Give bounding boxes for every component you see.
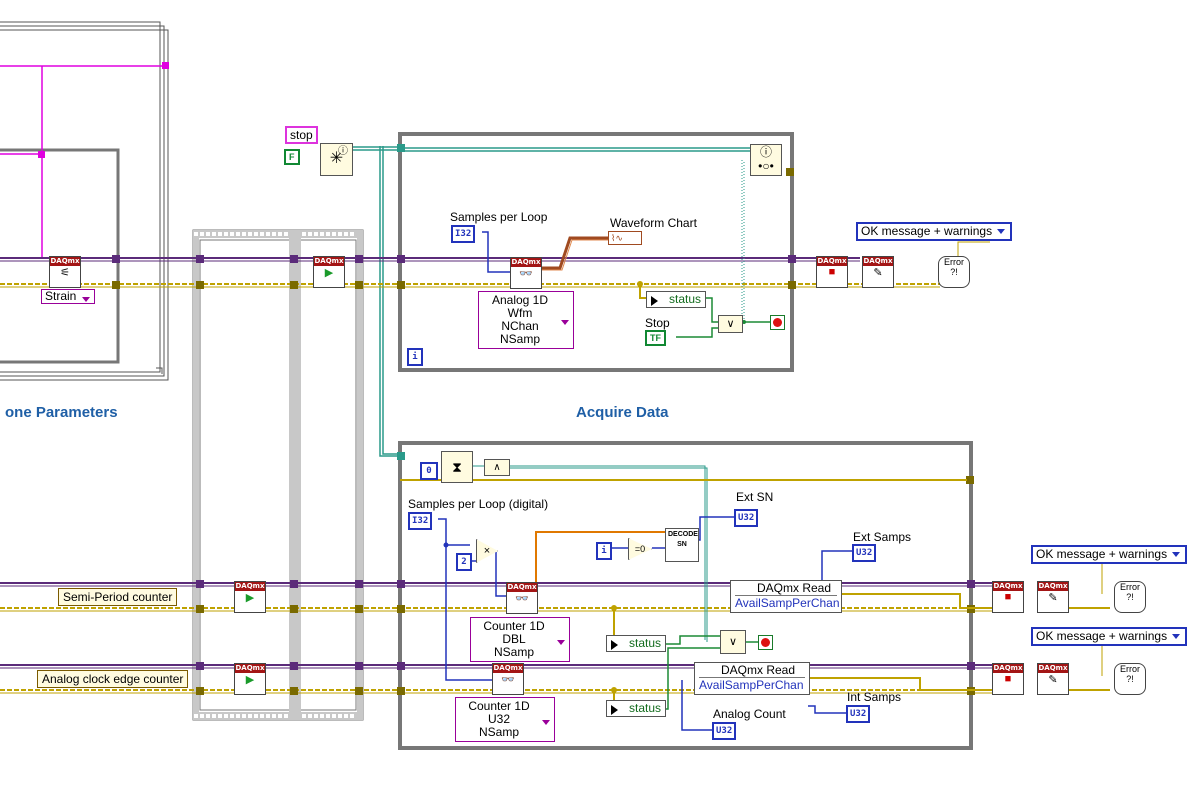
- daqmx-start-task-top[interactable]: DAQmx▶: [313, 256, 345, 288]
- stop-icon: ■: [1004, 591, 1012, 603]
- samples-per-loop-digital-control[interactable]: I32: [408, 512, 433, 530]
- daqmx-stop-task-bottom[interactable]: DAQmx■: [992, 663, 1024, 695]
- samples-per-loop-digital-label: Samples per Loop (digital): [408, 497, 549, 511]
- int-samps-label: Int Samps: [847, 690, 902, 704]
- stop-icon: ■: [1004, 673, 1012, 685]
- stop-button-label: Stop: [645, 316, 670, 330]
- clear-icon: ✎: [873, 267, 883, 279]
- samples-per-loop-control[interactable]: I32: [451, 225, 476, 243]
- section-title-acquire-data: Acquire Data: [576, 404, 669, 421]
- clear-icon: ✎: [1048, 592, 1058, 604]
- wait-icon[interactable]: ⧗: [441, 451, 473, 483]
- section-title-parameters: one Parameters: [5, 404, 118, 421]
- daqmx-read-analog-vi[interactable]: DAQmx👓: [510, 257, 542, 289]
- read-polymorphic-selector[interactable]: Analog 1D Wfm NChan NSamp: [478, 291, 574, 349]
- daqmx-read-counter-u32-vi[interactable]: DAQmx👓: [492, 663, 524, 695]
- multiply-constant[interactable]: 2: [456, 553, 472, 571]
- decode-sn-subvi[interactable]: DECODE SN: [665, 528, 699, 562]
- semi-period-counter-label: Semi-Period counter: [58, 588, 178, 606]
- error-handler-mode-mid[interactable]: OK message + warnings: [1031, 545, 1188, 564]
- loop-condition-stop[interactable]: [770, 315, 785, 330]
- glasses-icon: 👓: [515, 593, 529, 605]
- zero-constant[interactable]: 0: [420, 462, 438, 480]
- ext-samps-label: Ext Samps: [853, 530, 912, 544]
- error-icon[interactable]: Error?!: [938, 256, 970, 288]
- start-icon: ▶: [324, 267, 334, 279]
- waveform-chart-icon[interactable]: ⌇∿: [608, 231, 642, 245]
- and-function[interactable]: ∧: [484, 459, 510, 476]
- stop-button-terminal[interactable]: TF: [645, 330, 666, 346]
- daqmx-read-counter-dbl-vi[interactable]: DAQmx👓: [506, 582, 538, 614]
- counter-dbl-selector[interactable]: Counter 1D DBL NSamp: [470, 617, 570, 662]
- analog-clock-edge-counter-label: Analog clock edge counter: [37, 670, 189, 688]
- avail-samp-per-chan-property[interactable]: AvailSampPerChan: [699, 678, 804, 692]
- status-unbundle-1[interactable]: status: [606, 635, 667, 652]
- start-icon: ▶: [245, 592, 255, 604]
- ext-sn-indicator: U32: [734, 509, 759, 527]
- strain-ring[interactable]: Strain: [41, 289, 96, 304]
- status-unbundle[interactable]: status: [646, 291, 707, 308]
- samples-per-loop-label: Samples per Loop: [450, 210, 548, 224]
- ext-sn-label: Ext SN: [736, 490, 774, 504]
- error-handler-mode-bottom[interactable]: OK message + warnings: [1031, 627, 1188, 646]
- daqmx-read-property-title: DAQmx Read: [699, 663, 805, 678]
- daqmx-stop-task-top[interactable]: DAQmx■: [816, 256, 848, 288]
- iteration-terminal-top: i: [407, 348, 423, 366]
- or-function-bottom[interactable]: ∨: [720, 630, 746, 654]
- start-icon: ▶: [245, 674, 255, 686]
- error-icon[interactable]: Error?!: [1114, 581, 1146, 613]
- daqmx-channel-config-vi[interactable]: DAQmx⚟: [49, 256, 81, 288]
- daqmx-read-property-title: DAQmx Read: [735, 581, 837, 596]
- merge-errors-icon[interactable]: ⓘ•○•: [750, 144, 782, 176]
- glasses-icon: 👓: [501, 674, 515, 686]
- daqmx-clear-task-mid[interactable]: DAQmx✎: [1037, 581, 1069, 613]
- error-icon[interactable]: Error?!: [1114, 663, 1146, 695]
- stop-icon: ■: [828, 266, 836, 278]
- daqmx-start-task-analog[interactable]: DAQmx▶: [234, 663, 266, 695]
- or-function[interactable]: ∨: [718, 315, 743, 333]
- daqmx-clear-task-top[interactable]: DAQmx✎: [862, 256, 894, 288]
- iteration-terminal-bottom: i: [596, 542, 612, 560]
- error-info-icon: ⓘ: [338, 146, 348, 157]
- status-unbundle-2[interactable]: status: [606, 700, 667, 717]
- ext-samps-indicator: U32: [852, 544, 877, 562]
- daqmx-read-property-2[interactable]: DAQmx Read AvailSampPerChan: [694, 662, 810, 695]
- loop-condition-stop-bottom[interactable]: [758, 635, 773, 650]
- daqmx-stop-task-mid[interactable]: DAQmx■: [992, 581, 1024, 613]
- int-samps-indicator: U32: [846, 705, 871, 723]
- waveform-chart-label: Waveform Chart: [610, 216, 697, 230]
- analog-count-label: Analog Count: [713, 707, 786, 721]
- daqmx-clear-task-bottom[interactable]: DAQmx✎: [1037, 663, 1069, 695]
- strain-gauge-icon: ⚟: [60, 267, 70, 279]
- clear-icon: ✎: [1048, 674, 1058, 686]
- stop-string-constant[interactable]: stop: [285, 126, 318, 144]
- false-constant[interactable]: F: [284, 149, 300, 165]
- error-handler-mode-top[interactable]: OK message + warnings: [856, 222, 1013, 241]
- daqmx-start-task-semi[interactable]: DAQmx▶: [234, 581, 266, 613]
- analog-count-indicator: U32: [712, 722, 737, 740]
- glasses-icon: 👓: [519, 268, 533, 280]
- daqmx-read-property-1[interactable]: DAQmx Read AvailSampPerChan: [730, 580, 842, 613]
- avail-samp-per-chan-property[interactable]: AvailSampPerChan: [735, 596, 840, 610]
- counter-u32-selector[interactable]: Counter 1D U32 NSamp: [455, 697, 555, 742]
- occurrence-icon[interactable]: ✳: [320, 143, 353, 176]
